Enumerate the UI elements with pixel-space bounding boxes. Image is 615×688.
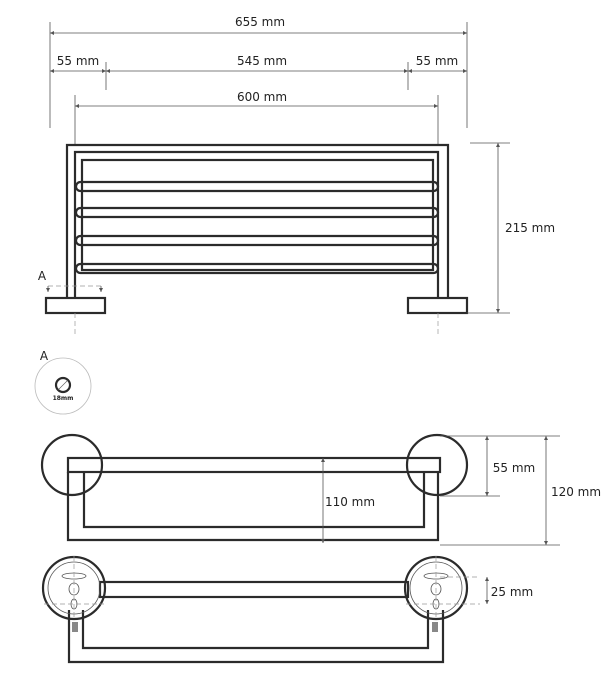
section-detail: A 18mm [34, 349, 92, 415]
width-dimensions: 655 mm 55 mm 545 mm 55 mm 600 mm [49, 15, 468, 145]
height-dimension: 215 mm [467, 142, 555, 314]
right-offset-label: 55 mm [416, 54, 458, 68]
left-mount-plate [41, 555, 107, 632]
middle-span-label: 545 mm [237, 54, 287, 68]
section-marker: A [38, 269, 47, 283]
top-view: 55 mm 120 mm 110 mm [40, 433, 601, 546]
detail-label: A [40, 349, 49, 363]
bottom-view: 25 mm [41, 555, 533, 664]
overall-width-label: 655 mm [235, 15, 285, 29]
bar-offset-label: 25 mm [491, 585, 533, 599]
height-label: 215 mm [505, 221, 555, 235]
right-mount-plate [403, 555, 480, 632]
rail-span-label: 600 mm [237, 90, 287, 104]
tube-diameter-label: 18mm [53, 395, 74, 402]
base-depth-label: 55 mm [493, 461, 535, 475]
total-depth-label: 120 mm [551, 485, 601, 499]
left-offset-label: 55 mm [57, 54, 99, 68]
shelf-depth-label: 110 mm [325, 495, 375, 509]
front-view: A [38, 143, 469, 335]
